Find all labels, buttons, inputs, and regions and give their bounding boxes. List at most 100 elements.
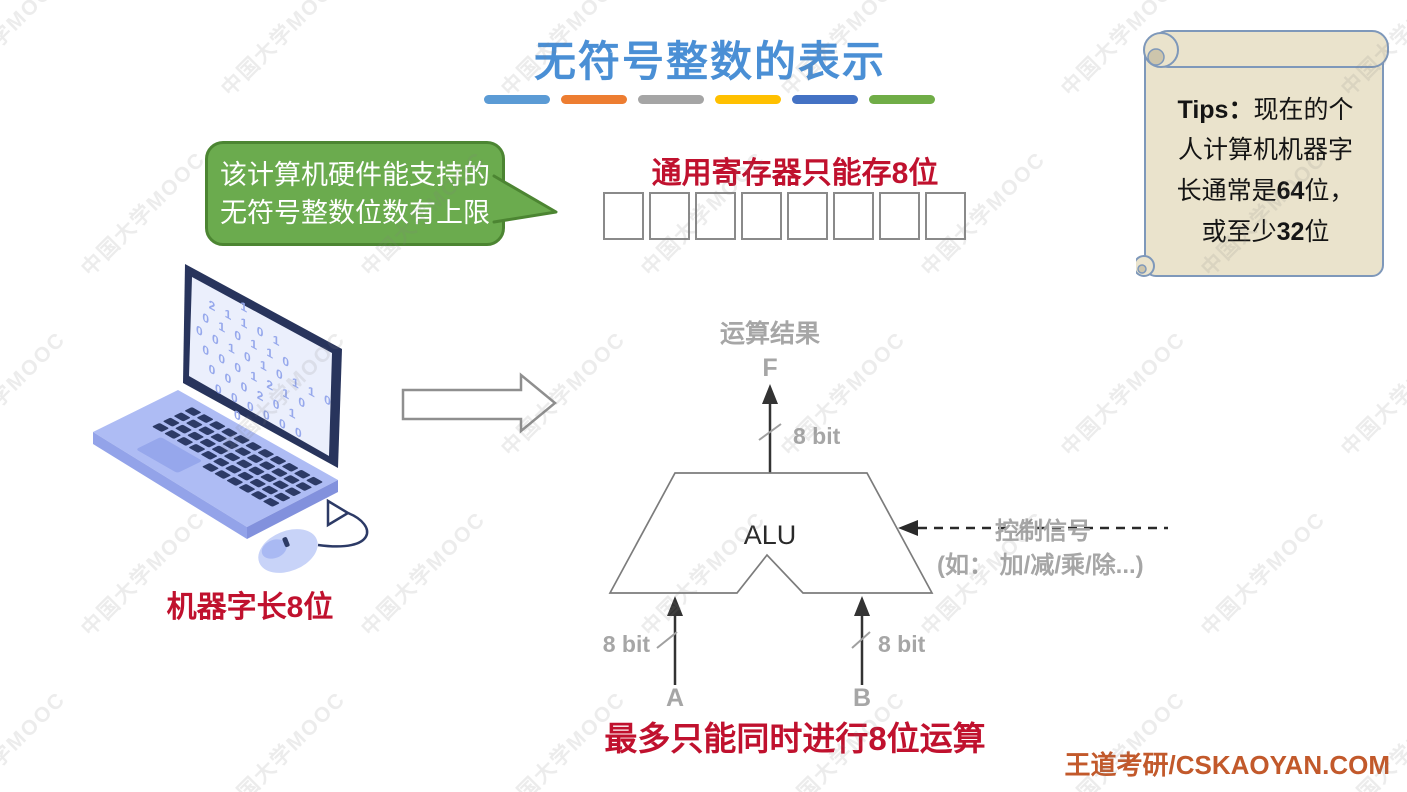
- alu-output-bus-label: 8 bit: [793, 423, 841, 449]
- watermark-text: 中国大学MOOC: [217, 0, 351, 101]
- tips-text: Tips：现在的个人计算机机器字长通常是64位，或至少32位: [1168, 90, 1363, 253]
- alu-result-var: F: [762, 354, 777, 382]
- speech-bubble: 该计算机硬件能支持的 无符号整数位数有上限: [205, 141, 505, 246]
- laptop-key: [262, 485, 278, 495]
- scroll-bottom-curl-inner: [1137, 264, 1147, 274]
- laptop-key: [152, 423, 169, 432]
- watermark-text: 中国大学MOOC: [0, 327, 71, 461]
- divider-dash: [484, 95, 550, 104]
- laptop-key: [235, 447, 251, 456]
- laptop-screen: [189, 277, 332, 456]
- register-cell: [879, 192, 920, 240]
- laptop-key: [285, 487, 301, 496]
- register-cell: [787, 192, 828, 240]
- laptop-key: [189, 444, 205, 453]
- speech-bubble-line2: 无符号整数位数有上限: [220, 198, 490, 228]
- control-title: 控制信号: [995, 517, 1091, 545]
- alu-caption: 最多只能同时进行8位运算: [604, 720, 986, 757]
- laptop-key: [251, 491, 267, 500]
- laptop-key: [226, 477, 243, 486]
- divider-dash: [638, 95, 704, 104]
- laptop-key: [263, 498, 280, 507]
- laptop-key: [210, 433, 227, 442]
- laptop-key: [239, 484, 255, 493]
- register-cell: [833, 192, 874, 240]
- laptop-key: [283, 475, 300, 484]
- alu-diagram: 运算结果 F 8 bit ALU 控制信号 (如： 加/减/乘/除...) 8 …: [603, 319, 1168, 712]
- laptop-key: [225, 464, 242, 474]
- laptop-key: [270, 456, 286, 465]
- tips-text-segment: 位: [1304, 219, 1330, 246]
- input-b-label: B: [853, 684, 871, 712]
- control-examples: (如： 加/减/乘/除...): [937, 551, 1144, 579]
- laptop-deck: [93, 390, 338, 527]
- laptop-key: [201, 451, 217, 460]
- laptop-key: [213, 458, 230, 467]
- tips-text-segment: 现在的个人计算机机器字长通常是: [1176, 97, 1354, 205]
- laptop-key: [306, 476, 323, 486]
- laptop-key: [174, 412, 190, 422]
- mouse-cable: [317, 511, 369, 548]
- divider-dash: [561, 95, 627, 104]
- laptop-key: [259, 461, 276, 470]
- laptop-key: [186, 419, 203, 429]
- laptop-key: [272, 480, 289, 489]
- input-b-bus-label: 8 bit: [878, 631, 926, 657]
- laptop-deck-front-edge: [93, 432, 247, 539]
- laptop-key: [260, 473, 277, 483]
- input-a-bus-slash: [656, 631, 678, 649]
- alu-name: ALU: [744, 520, 797, 550]
- laptop-key: [248, 466, 265, 476]
- laptop-key: [237, 471, 254, 481]
- divider-dash: [715, 95, 781, 104]
- laptop-key: [199, 438, 216, 448]
- laptop-key: [163, 417, 180, 427]
- laptop-key: [282, 463, 298, 472]
- laptop-key: [224, 452, 240, 462]
- laptop-illustration: [93, 264, 369, 573]
- laptop-key: [258, 449, 274, 458]
- mouse: [258, 529, 318, 573]
- laptop-touchpad: [137, 437, 201, 473]
- laptop-key: [271, 468, 288, 477]
- speech-bubble-line1: 该计算机硬件能支持的: [220, 160, 490, 190]
- laptop-cable-plug: [326, 498, 351, 528]
- laptop-key: [221, 428, 238, 437]
- laptop-key: [236, 459, 253, 469]
- brand-footer: 王道考研/CSKAOYAN.COM: [1064, 750, 1390, 780]
- divider-dash: [792, 95, 858, 104]
- laptop-key: [209, 421, 226, 430]
- divider-dash: [869, 95, 935, 104]
- tips-text-segment: 32: [1276, 218, 1305, 246]
- laptop-key: [212, 445, 228, 455]
- laptop-key: [233, 435, 250, 444]
- input-a-label: A: [666, 684, 684, 712]
- tips-text-segment: 64: [1276, 177, 1305, 205]
- watermark-text: 中国大学MOOC: [1197, 507, 1331, 641]
- laptop-key: [245, 442, 262, 451]
- alu-output-bus-slash: [758, 423, 782, 441]
- register-cell: [649, 192, 690, 240]
- scroll-top-curl-inner: [1147, 48, 1165, 66]
- laptop-key: [202, 463, 219, 472]
- register-cell: [603, 192, 644, 240]
- alu-output-arrowhead: [762, 384, 778, 404]
- laptop-key: [274, 492, 290, 502]
- mouse-wheel: [282, 537, 290, 548]
- watermark-text: 中国大学MOOC: [0, 687, 71, 792]
- register-cell: [695, 192, 736, 240]
- laptop-key: [198, 426, 215, 435]
- machine-word-caption: 机器字长8位: [166, 591, 334, 624]
- laptop-deck-side-edge: [247, 480, 338, 539]
- laptop-key: [177, 437, 193, 446]
- register-cell: [741, 192, 782, 240]
- control-bus-slash: [1015, 518, 1033, 537]
- alu-body: [608, 472, 934, 594]
- input-b-bus-slash: [851, 631, 871, 649]
- register-title: 通用寄存器只能存8位: [651, 157, 939, 190]
- laptop-key: [197, 414, 213, 423]
- speech-bubble-tail: [492, 174, 558, 224]
- watermark-text: 中国大学MOOC: [1337, 327, 1407, 461]
- tips-text-segment: 位，或至少: [1201, 178, 1355, 246]
